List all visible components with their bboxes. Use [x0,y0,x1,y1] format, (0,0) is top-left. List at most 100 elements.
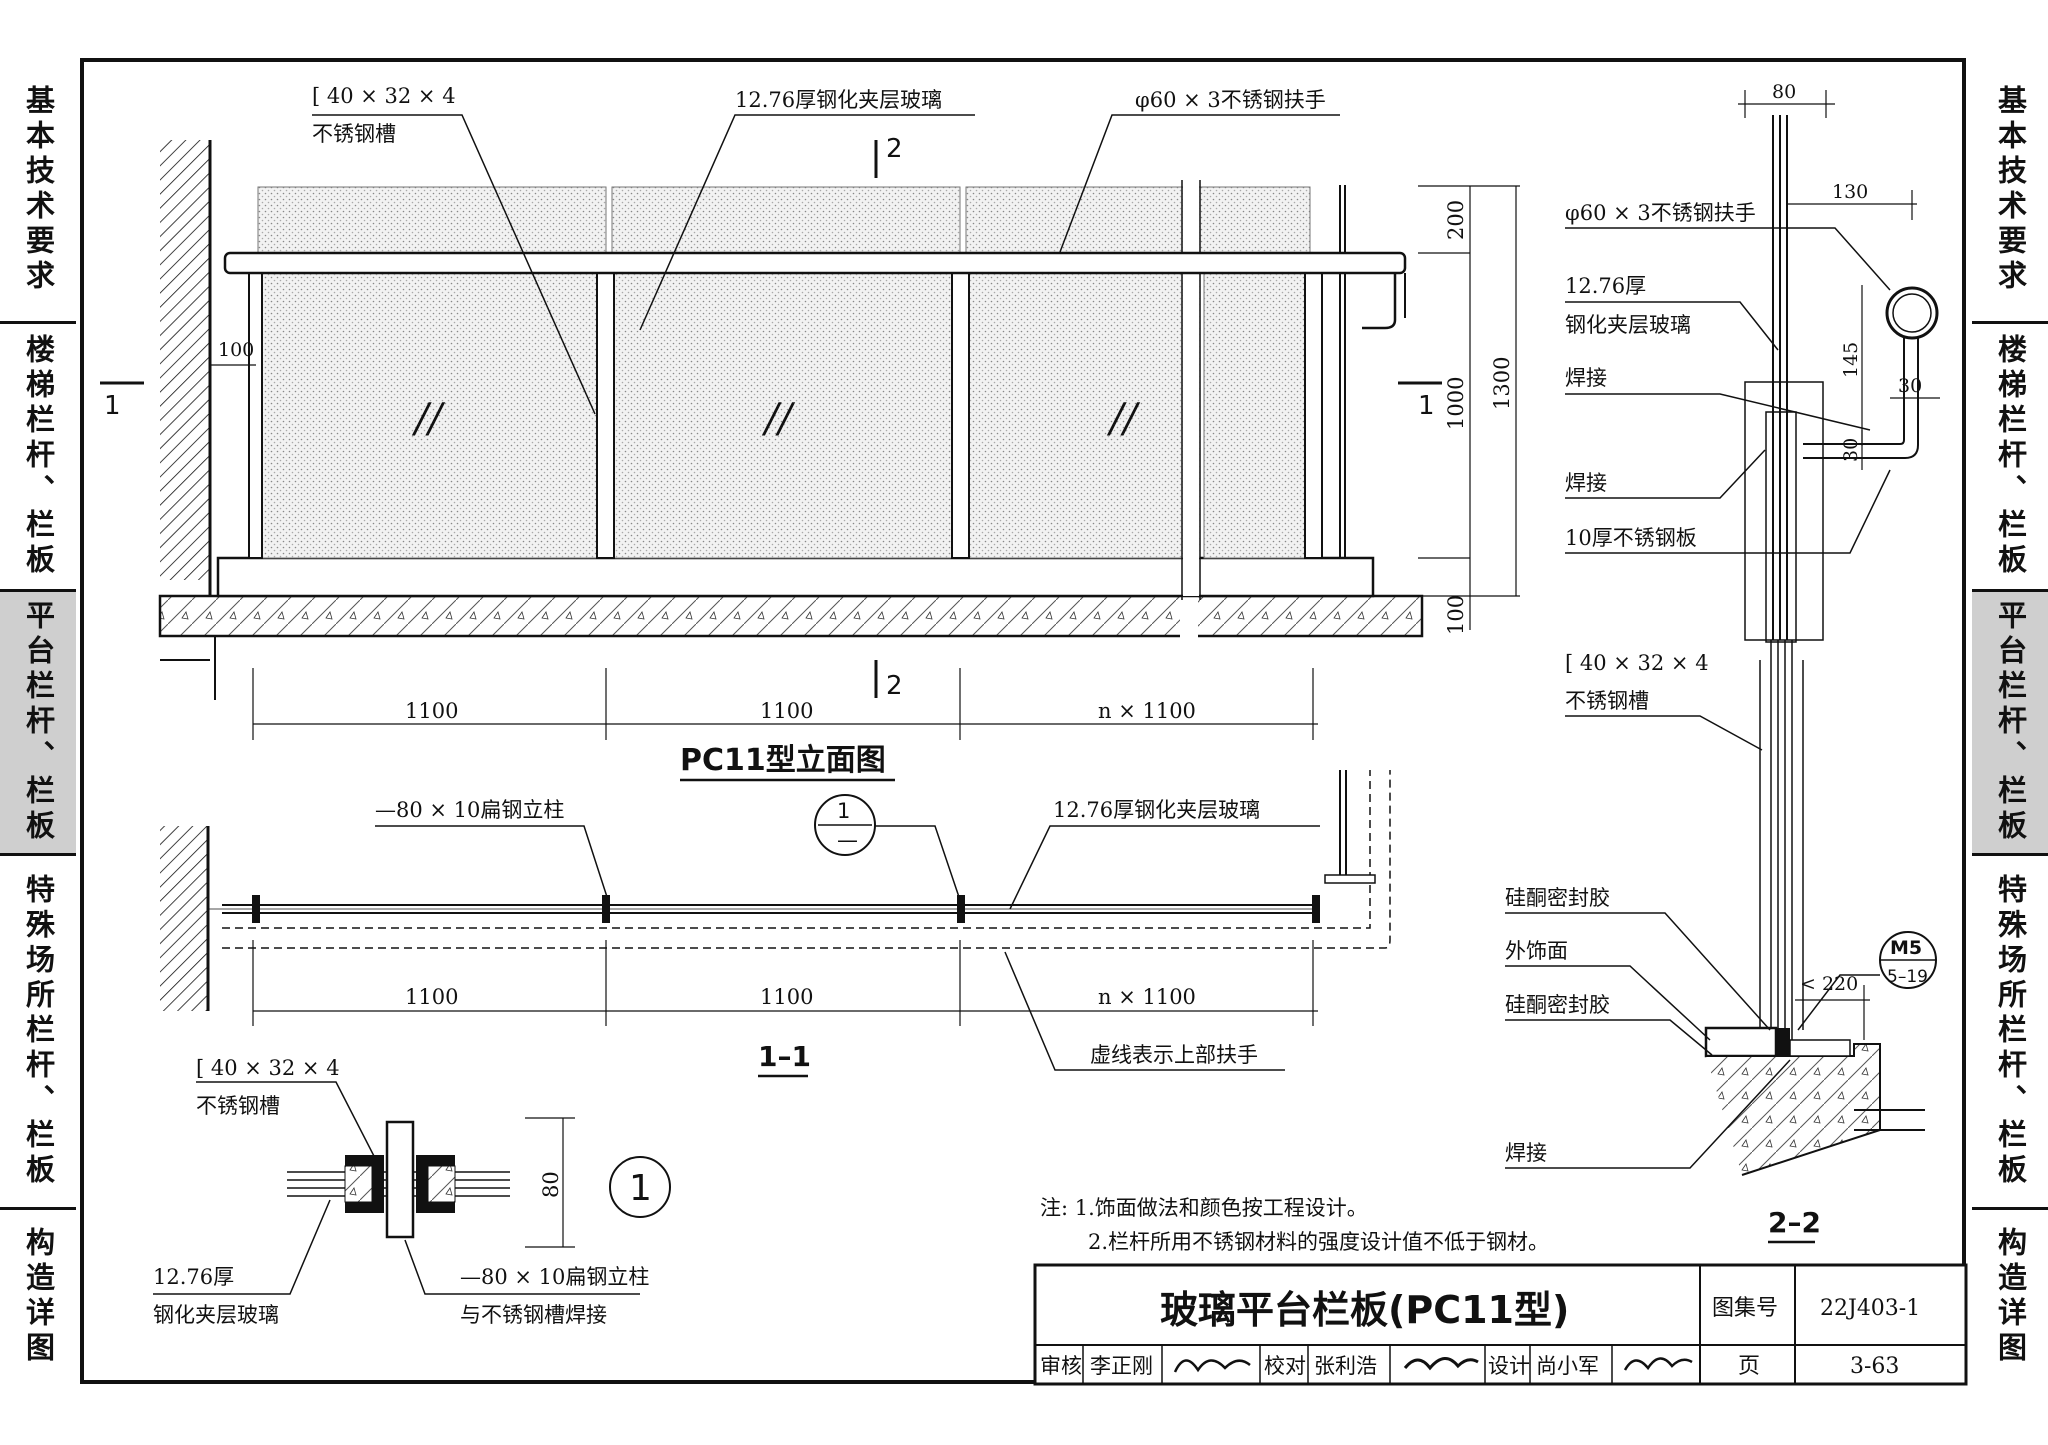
reviewer-signature [1173,1359,1251,1373]
sealant-label-2: 硅酮密封胶 [1505,993,1610,1017]
designer-name: 尚小军 [1536,1354,1599,1378]
detail-channel-label-2: 不锈钢槽 [196,1094,280,1118]
glass-panel-3 [965,271,1201,559]
glass-label-2-2-b: 钢化夹层玻璃 [1565,313,1691,337]
detail-1-view: [ 40 × 32 × 4 不锈钢槽 80 1 12.76厚 钢化夹层玻璃 —8… [153,1056,671,1327]
dim-220: < 220 [1800,973,1858,995]
section-1-1-title: 1–1 [758,1040,811,1073]
dim-span-2: 1100 [760,699,813,723]
checker-name: 张利浩 [1314,1354,1377,1378]
title-block: 玻璃平台栏板(PC11型) 图集号 22J403-1 页 3-63 审核 李正刚… [1033,1263,1968,1386]
dim-span-n: n × 1100 [1098,985,1196,1009]
side-tab-special-right[interactable]: 特殊场所栏杆、栏板 [1972,856,2048,1210]
channel-label-2-2: [ 40 × 32 × 4 [1565,651,1709,675]
reviewer-name: 李正刚 [1090,1354,1153,1378]
page-label: 页 [1738,1354,1760,1379]
dim-80: 80 [1772,81,1796,103]
side-tab-stair-right[interactable]: 楼梯栏杆、栏板 [1972,324,2048,592]
side-tab-label: 特殊场所栏杆、栏板 [1993,874,2028,1189]
side-tab-label: 构造详图 [1993,1227,2028,1367]
channel-right [416,1155,455,1213]
glass-label-2-2: 12.76厚 [1565,274,1646,298]
side-tab-label: 楼梯栏杆、栏板 [21,334,56,579]
dashed-note: 虚线表示上部扶手 [1090,1043,1258,1067]
checker-signature [1403,1357,1479,1371]
svg-text://: // [1106,396,1140,442]
drawing-title: 玻璃平台栏板(PC11型) [1160,1288,1569,1332]
review-label: 审核 [1040,1354,1082,1378]
section-2-2-view: 80 130 145 30 30 φ60 × 3不锈钢扶手 1 [1505,81,1940,1244]
detail-callout-bottom: — [837,828,858,852]
side-tab-basic-left[interactable]: 基本技术要求 [0,58,76,324]
detail-post-label: —80 × 10扁钢立柱 [460,1265,649,1289]
svg-text://: // [761,396,795,442]
side-tab-label: 基本技术要求 [21,84,56,295]
side-tab-label: 基本技术要求 [1993,84,2028,295]
side-tab-detail-right[interactable]: 构造详图 [1972,1210,2048,1384]
elevation-view: // // // 1 1 2 2 [ 40 × 32 × 4 不锈钢槽 12.7… [100,84,1520,782]
section-mark-1-left: 1 [104,391,121,421]
design-label: 设计 [1488,1354,1530,1378]
channel-left [345,1155,384,1213]
dim-span-1: 1100 [405,985,458,1009]
handrail-label-2-2: φ60 × 3不锈钢扶手 [1565,201,1756,225]
flat-steel-post [385,1120,415,1239]
glass-panel-1 [261,271,603,559]
detail-channel-label: [ 40 × 32 × 4 [196,1056,340,1080]
ref-callout-top: M5 [1890,937,1922,959]
break-gap [1180,590,1198,646]
detail-glass-label: 12.76厚 [153,1265,234,1289]
side-tab-label: 楼梯栏杆、栏板 [1993,334,2028,579]
detail-1-mark: 1 [629,1168,652,1209]
dim-145: 145 [1840,342,1862,378]
base-slab [1706,1043,1881,1176]
section-1-1-view: —80 × 10扁钢立柱 1 — 12.76厚钢化夹层玻璃 1100 1100 … [160,770,1391,1078]
note-line-1: 注: 1.饰面做法和颜色按工程设计。 [1040,1196,1368,1220]
weld-label-3: 焊接 [1505,1141,1547,1165]
dim-span-n: n × 1100 [1098,699,1196,723]
finish-block [1704,1026,1778,1058]
side-tab-platform-right[interactable]: 平台栏杆、栏板 [1972,592,2048,856]
detail-post-label-2: 与不锈钢槽焊接 [460,1303,607,1327]
post [596,271,615,559]
curb [216,556,1375,598]
dim-span-1: 1100 [405,699,458,723]
drawing-frame [80,58,1966,1384]
elevation-title: PC11型立面图 [680,743,886,778]
post [1304,271,1323,559]
side-tab-special-left[interactable]: 特殊场所栏杆、栏板 [0,856,76,1210]
channel-label-2-2-b: 不锈钢槽 [1565,689,1649,713]
handrail [223,251,1407,275]
handrail-section [1885,286,1939,340]
dim-200: 200 [1444,200,1468,240]
plate-label: 10厚不锈钢板 [1565,526,1697,550]
side-tab-label: 平台栏杆、栏板 [1993,600,2028,845]
dim-span-2: 1100 [760,985,813,1009]
glass-label: 12.76厚钢化夹层玻璃 [735,88,942,112]
note-line-2: 2.栏杆所用不锈钢材料的强度设计值不低于钢材。 [1088,1230,1549,1254]
weld-label-1: 焊接 [1565,366,1607,390]
wall-hatch [160,140,210,580]
handrail-label: φ60 × 3不锈钢扶手 [1135,88,1326,112]
channel-label: [ 40 × 32 × 4 [312,84,456,108]
dim-130: 130 [1832,181,1868,203]
side-tab-stair-left[interactable]: 楼梯栏杆、栏板 [0,324,76,592]
side-tab-detail-left[interactable]: 构造详图 [0,1210,76,1384]
page-number: 3-63 [1850,1354,1899,1379]
side-tab-label: 特殊场所栏杆、栏板 [21,874,56,1189]
weld-label-2: 焊接 [1565,471,1607,495]
detail-callout-top: 1 [837,799,850,823]
channel-label-2: 不锈钢槽 [312,122,396,146]
post-label: —80 × 10扁钢立柱 [375,798,564,822]
floor-slab [158,594,1424,638]
glass-panel-2 [613,271,955,559]
post [951,271,970,559]
check-label: 校对 [1264,1354,1306,1378]
side-tab-basic-right[interactable]: 基本技术要求 [1972,58,2048,324]
section-mark-1-right: 1 [1418,391,1435,421]
svg-text://: // [411,396,445,442]
dim-30b: 30 [1840,438,1862,462]
dim-1000: 1000 [1444,377,1468,430]
side-tab-platform-left[interactable]: 平台栏杆、栏板 [0,592,76,856]
